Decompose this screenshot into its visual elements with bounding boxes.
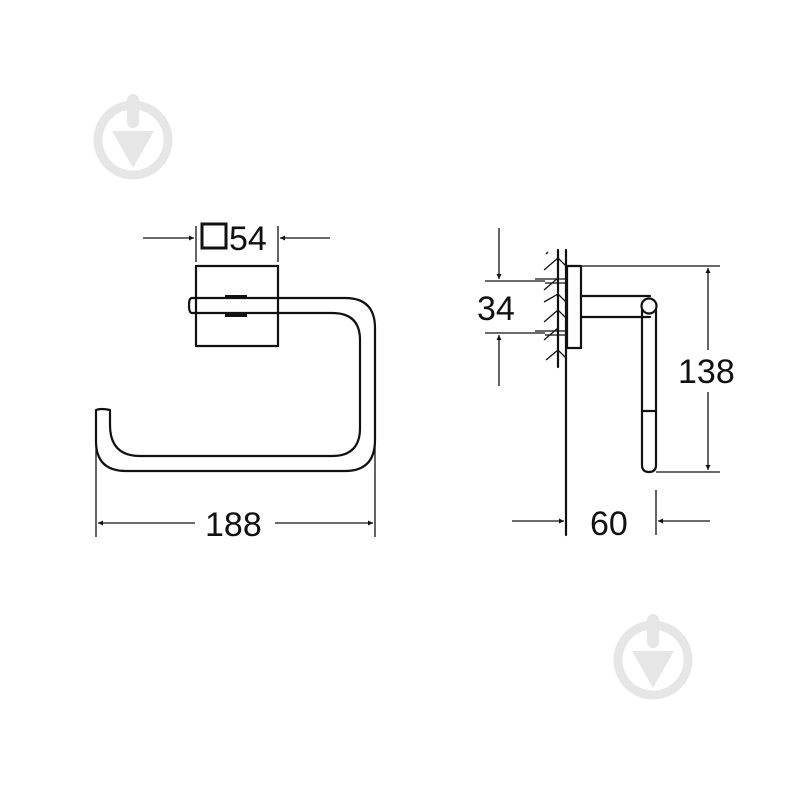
dimension-base-square: 54 (229, 220, 267, 258)
bar-clip (225, 295, 247, 298)
dimension-width: 188 (205, 506, 262, 544)
front-view: 54 188 (94, 220, 377, 544)
trowel-in-circle-icon (613, 614, 693, 700)
side-mount-plate (565, 264, 583, 350)
ring-outline (94, 296, 377, 473)
side-view: 34 138 60 (477, 228, 735, 543)
dimension-mount-spacing: 34 (477, 290, 515, 328)
dimension-projection: 60 (590, 505, 628, 543)
wall-hatching (535, 251, 567, 361)
square-symbol-icon (200, 222, 228, 250)
trowel-in-circle-icon (93, 94, 173, 180)
wall-mount-base (194, 264, 280, 348)
dimension-height: 138 (678, 353, 735, 391)
